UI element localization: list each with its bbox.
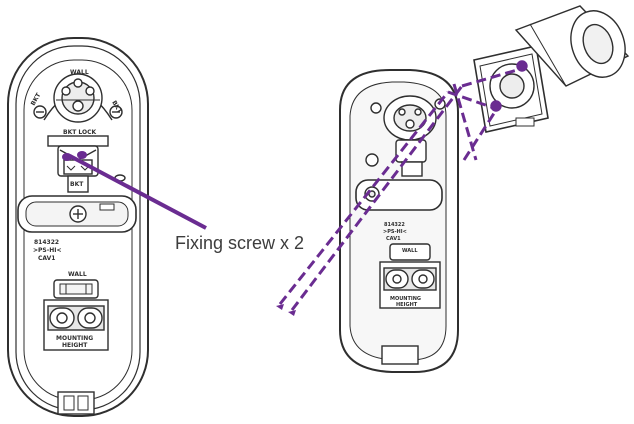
label-bkt-lock: BKT LOCK (63, 129, 97, 136)
center-rail (17, 195, 137, 233)
screw-tip-right (288, 310, 296, 316)
r-label-code-1: 814322 (384, 222, 405, 228)
left-bracket-screw (33, 105, 47, 119)
perspective-lock-clip (401, 161, 423, 177)
perspective-bottom-latch (381, 345, 419, 365)
label-code-3: CAV1 (38, 255, 55, 262)
camera-lens (499, 73, 525, 99)
r-label-code-3: CAV1 (386, 236, 401, 242)
label-code-2: >PS-HI< (33, 247, 62, 254)
plate-tab-right (515, 117, 535, 127)
screw-path-lower-right (290, 85, 464, 311)
perspective-center-rail (355, 179, 443, 211)
camera-cylinder (514, 5, 630, 87)
screw-path-return (452, 83, 478, 161)
label-wall-top: WALL (70, 69, 89, 76)
fixing-screw-leader (69, 154, 207, 230)
back-housing-perspective-view (339, 69, 459, 373)
perspective-bracket-knob (383, 95, 437, 141)
screw-tip-left (276, 304, 284, 310)
screw-path-guides (278, 66, 525, 311)
r-label-mounting: MOUNTING (390, 296, 421, 302)
perspective-wall-connector (389, 243, 431, 261)
label-code-1: 814322 (34, 239, 59, 246)
screw-path-upper-right (461, 66, 525, 88)
screw-tips (276, 304, 296, 316)
label-height: HEIGHT (62, 342, 88, 349)
camera-head-assembly (473, 5, 630, 133)
bottom-latch (57, 391, 95, 415)
label-mounting: MOUNTING (56, 335, 93, 342)
label-wall-lower: WALL (68, 271, 87, 278)
right-bracket-screw (109, 105, 123, 119)
perspective-upper-hole (365, 153, 379, 167)
screw-path-lower-left (278, 91, 450, 305)
fixing-screw-markers (62, 151, 207, 230)
label-bkt-bottom: BKT (70, 181, 84, 188)
wall-connector (53, 279, 99, 299)
mounting-height-block (43, 299, 109, 351)
screw-path-upper-left (447, 90, 495, 110)
fixing-screw-right (77, 151, 87, 159)
perspective-mounting-block (379, 261, 441, 309)
bracket-knob (43, 73, 113, 123)
r-label-code-2: >PS-HI< (383, 229, 407, 235)
r-label-wall: WALL (402, 248, 418, 254)
back-housing-front-view (7, 37, 149, 417)
screw-path-mid (462, 103, 502, 161)
fixing-screw-left (62, 153, 72, 161)
perspective-side-screw-left (370, 102, 382, 114)
fixing-screw-callout: Fixing screw x 2 (175, 233, 305, 253)
r-label-height: HEIGHT (396, 302, 418, 308)
